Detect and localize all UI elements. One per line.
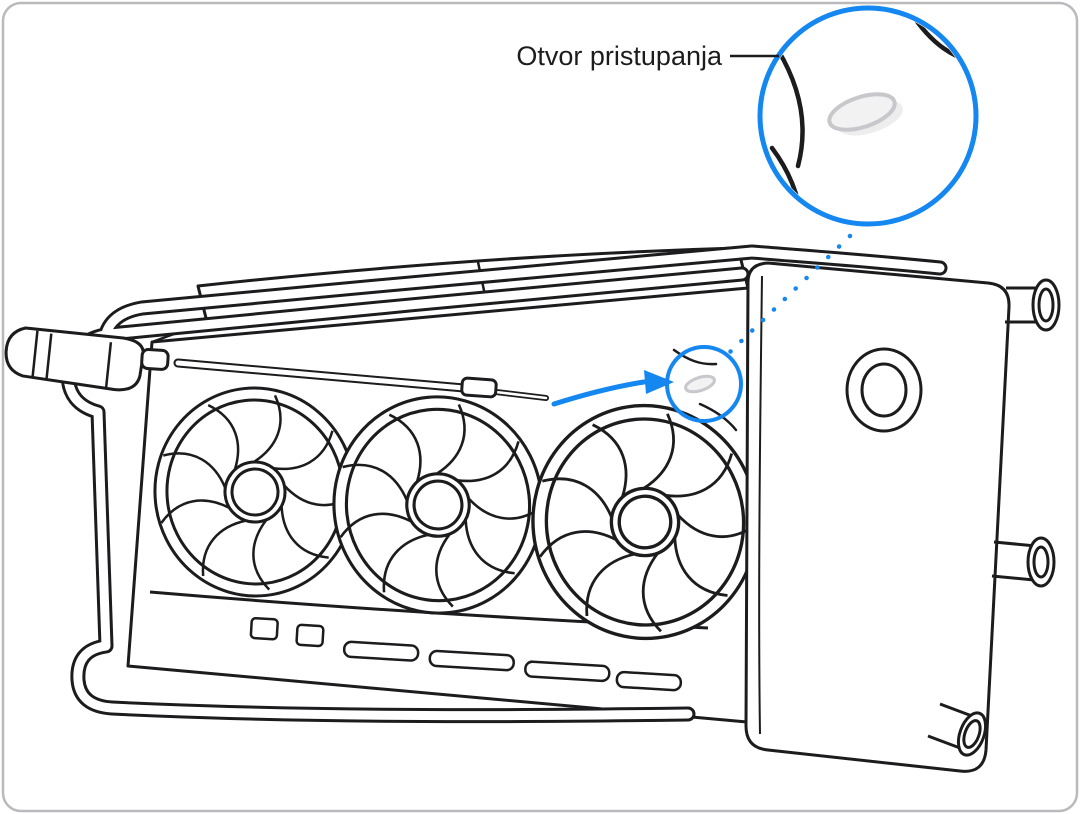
feet <box>845 278 1061 757</box>
screwdriver-collar <box>460 376 498 399</box>
fan-3 <box>521 403 768 649</box>
foot-middle <box>991 536 1056 588</box>
right-side-panel <box>744 261 1011 773</box>
pointer-arrowhead-icon <box>644 370 674 394</box>
screwdriver-handle <box>4 326 170 392</box>
mac-pro-illustration <box>4 248 1061 773</box>
magnified-access-hole <box>827 92 903 136</box>
screwdriver <box>4 326 546 399</box>
foot-bottom <box>927 702 988 757</box>
vent-slots <box>249 616 683 692</box>
callout-label: Otvor pristupanja <box>516 41 723 71</box>
foot-front <box>845 347 923 433</box>
foot-top <box>1005 278 1061 332</box>
pointer-arrow <box>551 379 647 407</box>
access-hole <box>684 374 716 394</box>
